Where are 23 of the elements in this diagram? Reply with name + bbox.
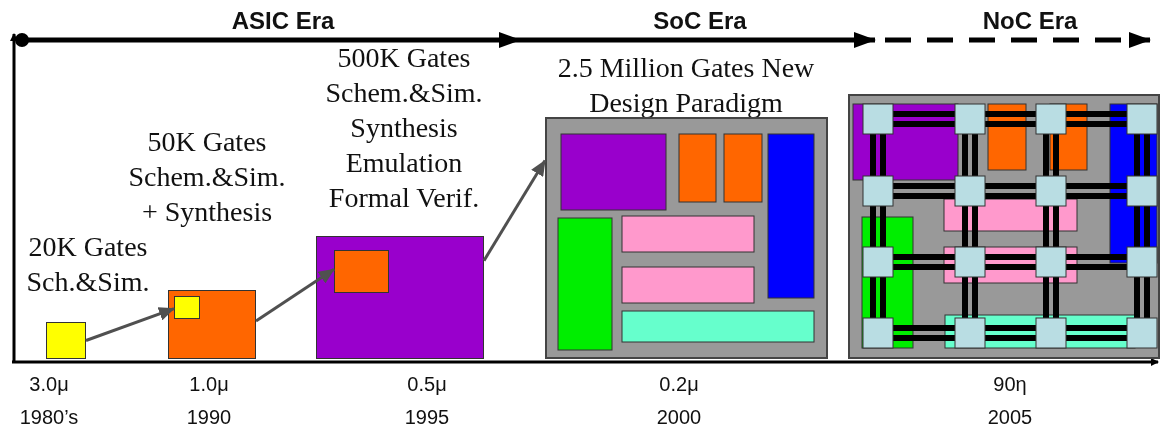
feature-size: 0.2μ [659,373,699,396]
core-block [174,296,200,319]
chip-caption: 50K Gates Schem.&Sim. + Synthesis [127,125,287,229]
chip-block [46,322,86,359]
chip-caption: 20K Gates Sch.&Sim. [25,230,151,299]
chip-caption: 500K Gates Schem.&Sim. Synthesis Emulation Formal Verif. [324,41,484,215]
chip-caption: 2.5 Million Gates New Design Paradigm [556,51,816,120]
chip-block [316,236,484,359]
year-label: 1990 [186,406,232,429]
arrow [85,307,175,342]
year-label: 2005 [987,406,1033,429]
feature-size: 0.5μ [407,373,447,396]
arrow [255,268,335,323]
feature-size: 3.0μ [29,373,69,396]
soc-chip [545,117,828,359]
feature-size: 1.0μ [189,373,229,396]
year-label: 2000 [656,406,702,429]
chip-block [168,290,256,359]
feature-size: 90η [993,373,1027,396]
year-label: 1995 [404,406,450,429]
core-block [334,250,389,293]
arrow [482,159,547,262]
year-label: 1980’s [19,406,79,429]
